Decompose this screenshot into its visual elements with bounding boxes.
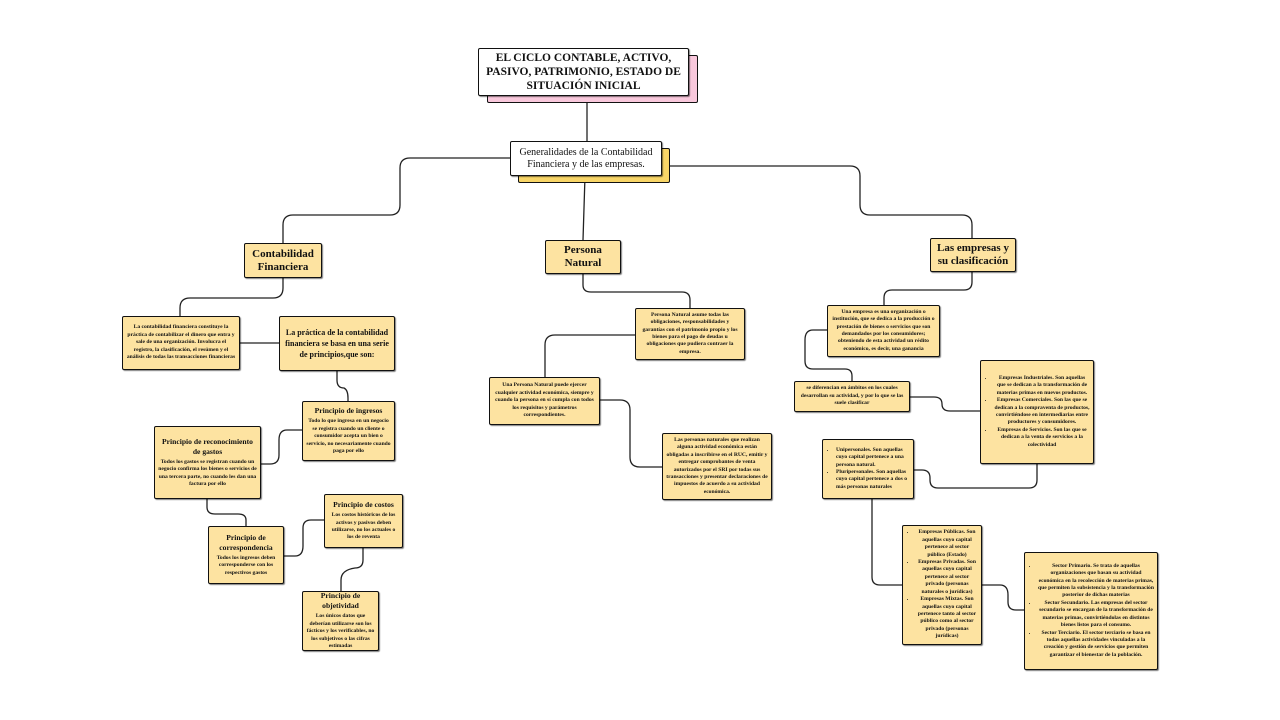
- node-contabilidad-financiera: Contabilidad Financiera: [244, 243, 322, 278]
- node-text: La práctica de la contabilidad financier…: [285, 328, 389, 359]
- list-item: Unipersonales. Son aquellas cuyo capital…: [836, 447, 910, 469]
- node-persona-2: Una Persona Natural puede ejercer cualqu…: [489, 377, 600, 425]
- list-item: Empresas Mixtas. Son aquellas cuyo capit…: [916, 596, 978, 640]
- node-title: Principio de ingresos: [314, 406, 383, 416]
- node-principio-objetividad: Principio de objetividad Los únicos dato…: [302, 591, 379, 651]
- list: Empresas Públicas. Son aquellas cuyo cap…: [906, 529, 978, 640]
- heading-text: Contabilidad Financiera: [252, 247, 314, 273]
- subtitle: Generalidades de la Contabilidad Financi…: [510, 141, 662, 176]
- node-empresa-definition: Una empresa es una organización o instit…: [827, 305, 940, 357]
- list: Sector Primario. Se trata de aquellas or…: [1028, 563, 1154, 659]
- node-persona-natural: Persona Natural: [545, 240, 621, 274]
- heading-text: Persona Natural: [564, 244, 602, 269]
- connector: [804, 329, 853, 381]
- node-text: Una empresa es una organización o instit…: [832, 308, 935, 352]
- node-text: Una Persona Natural puede ejercer cualqu…: [495, 382, 594, 419]
- node-empresa-propietarios: Unipersonales. Son aquellas cuyo capital…: [822, 439, 914, 499]
- heading-text: Las empresas y su clasificación: [937, 242, 1009, 267]
- node-principio-costos: Principio de costos Los costos histórico…: [324, 494, 403, 548]
- connector: [282, 157, 510, 243]
- node-principio-ingresos: Principio de ingresos Todo lo que ingres…: [302, 401, 395, 461]
- node-empresa-tipos: Empresas Industriales. Son aquellas que …: [980, 360, 1094, 464]
- node-empresa-capital: Empresas Públicas. Son aquellas cuyo cap…: [902, 525, 982, 645]
- node-text: Las personas naturales que realizan algu…: [666, 436, 768, 495]
- node-principio-reconocimiento: Principio de reconocimiento de gastos To…: [154, 426, 261, 499]
- list-item: Empresas Comerciales. Son las que se ded…: [994, 397, 1090, 427]
- node-text: Persona Natural asume todas las obligaci…: [642, 311, 738, 355]
- node-title: Principio de objetividad: [320, 591, 361, 611]
- list-item: Empresas Privadas. Son aquellas cuyo cap…: [916, 559, 978, 596]
- list-item: Pluripersonales. Son aquellas cuyo capit…: [836, 469, 910, 491]
- list-item: Empresas de Servicios. Son las que se de…: [994, 427, 1090, 449]
- list: Empresas Industriales. Son aquellas que …: [984, 375, 1090, 449]
- list-item: Empresas Industriales. Son aquellas que …: [994, 375, 1090, 397]
- node-text: La contabilidad financiera constituye la…: [126, 324, 236, 361]
- node-empresas: Las empresas y su clasificación: [930, 238, 1016, 272]
- node-text: Los únicos datos que deberían utilizarse…: [306, 613, 375, 650]
- connector: [582, 175, 586, 241]
- connector: [261, 429, 302, 465]
- connector: [544, 334, 635, 377]
- list-item: Sector Terciario. El sector terciario se…: [1038, 630, 1154, 660]
- node-text: se diferencian en ámbitos en los cuales …: [800, 385, 904, 407]
- node-empresa-sectores: Sector Primario. Se trata de aquellas or…: [1024, 552, 1158, 670]
- node-text: Todos los ingresos deben corresponderse …: [216, 554, 276, 576]
- main-title: EL CICLO CONTABLE, ACTIVO, PASIVO, PATRI…: [478, 48, 689, 96]
- connector: [206, 499, 247, 526]
- list-item: Sector Secundario. Las empresas del sect…: [1038, 600, 1154, 630]
- list-item: Empresas Públicas. Son aquellas cuyo cap…: [916, 529, 978, 559]
- node-title: Principio de reconocimiento de gastos: [162, 436, 253, 456]
- node-persona-3: Las personas naturales que realizan algu…: [662, 433, 772, 500]
- list: Unipersonales. Son aquellas cuyo capital…: [826, 447, 910, 491]
- connector: [582, 274, 691, 308]
- connector: [662, 165, 973, 238]
- node-title: Principio de costos: [333, 500, 394, 510]
- node-persona-1: Persona Natural asume todas las obligaci…: [635, 308, 745, 360]
- connector: [914, 464, 1038, 489]
- node-title: Principio de correspondencia: [219, 532, 273, 552]
- connector: [871, 499, 902, 586]
- node-text: Todo lo que ingresa en un negocio se reg…: [306, 418, 391, 455]
- node-text: Los costos históricos de los activos y p…: [331, 512, 396, 541]
- subtitle-text: Generalidades de la Contabilidad Financi…: [519, 146, 653, 170]
- main-title-text: EL CICLO CONTABLE, ACTIVO, PASIVO, PATRI…: [486, 52, 681, 92]
- connector: [883, 272, 973, 305]
- connector: [336, 371, 349, 401]
- node-principio-correspondencia: Principio de correspondencia Todos los i…: [208, 526, 284, 584]
- connector: [910, 396, 980, 412]
- node-text: Todos los gastos se registran cuando un …: [158, 458, 257, 487]
- connector: [340, 548, 364, 591]
- connector: [179, 278, 284, 316]
- node-empresa-diferencian: se diferencian en ámbitos en los cuales …: [794, 381, 910, 412]
- connector: [284, 519, 324, 557]
- node-cf-definition: La contabilidad financiera constituye la…: [122, 316, 240, 370]
- list-item: Sector Primario. Se trata de aquellas or…: [1038, 563, 1154, 600]
- connector: [982, 584, 1024, 611]
- node-practica: La práctica de la contabilidad financier…: [279, 316, 395, 371]
- connector: [600, 399, 662, 468]
